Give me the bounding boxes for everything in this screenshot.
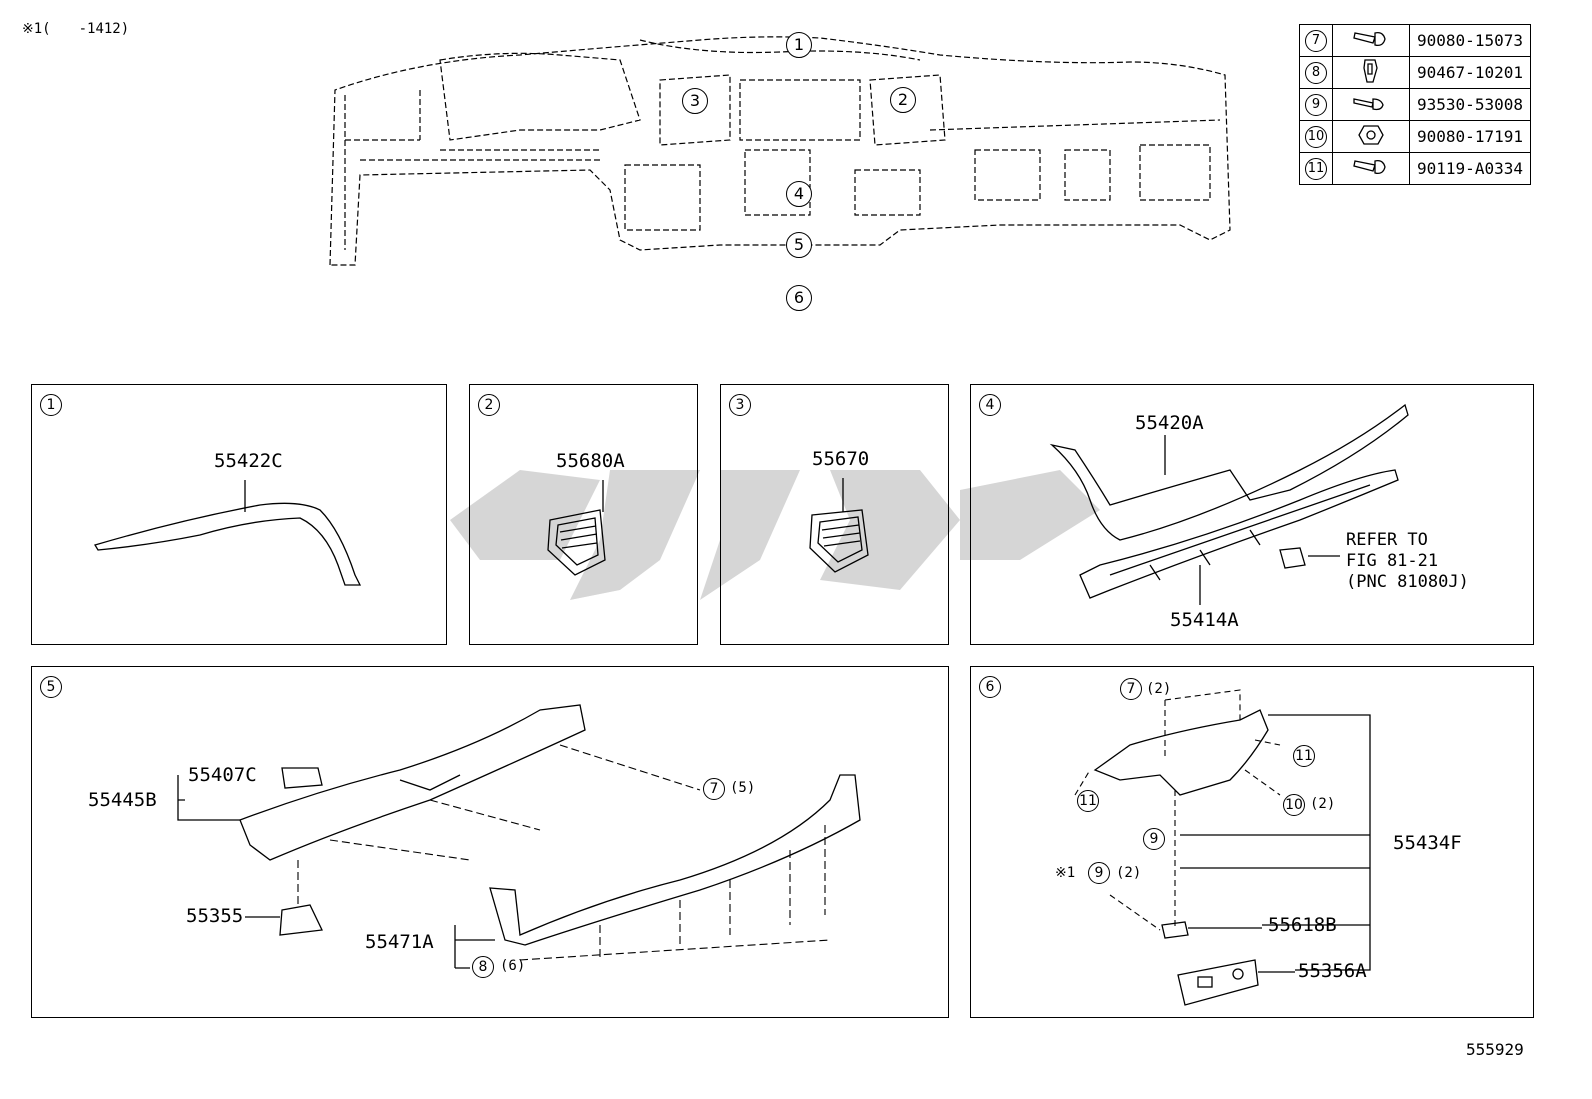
overview-callout-2[interactable]: 2 [890,87,916,113]
overview-callout-6[interactable]: 6 [786,285,812,311]
part-label-55434F[interactable]: 55434F [1393,832,1462,854]
part-label-55422C[interactable]: 55422C [214,450,283,472]
fastener-qty-9-alt: (2) [1116,865,1142,881]
detail-panel-2 [469,384,698,645]
panel-4-number: 4 [979,394,1001,416]
part-55414A-drawing [1079,469,1399,605]
part-55356A-drawing [1177,959,1295,1006]
ref-circle: 7 [1305,30,1327,52]
part-55618B-drawing [1161,921,1262,939]
parts-table-row[interactable]: 11 90119-A0334 [1299,152,1531,185]
instrument-panel-overview [329,36,1231,266]
overview-callout-5[interactable]: 5 [786,232,812,258]
fastener-qty-7: (5) [730,780,756,796]
parts-table-row[interactable]: 9 93530-53008 [1299,88,1531,121]
detail-panel-3 [720,384,949,645]
part-label-55414A[interactable]: 55414A [1170,609,1239,631]
part-55680A-drawing [547,480,606,576]
fastener-callout-11-right[interactable]: 11 [1293,745,1315,767]
part-label-55420A[interactable]: 55420A [1135,412,1204,434]
part-55434F-drawing [1093,709,1371,971]
panel-1-number: 1 [40,394,62,416]
fastener-callout-7[interactable]: 7 [703,778,725,800]
part-label-55407C[interactable]: 55407C [188,764,257,786]
fastener-callout-7[interactable]: 7 [1120,678,1142,700]
detail-panel-1 [31,384,447,645]
fastener-callout-9-alt[interactable]: 9 [1088,862,1110,884]
fastener-parts-table: 7 90080-15073 8 90467-10201 9 93530-5300… [1299,24,1531,185]
ref-circle: 10 [1305,126,1327,148]
parts-table-row[interactable]: 10 90080-17191 [1299,120,1531,153]
figure-number: 555929 [1466,1040,1524,1059]
part-55355-drawing [245,904,323,936]
detail-panel-6 [970,666,1534,1018]
part-55445B-drawing [177,704,586,861]
tapping-screw-icon [1353,97,1384,110]
part-number: 90080-15073 [1409,24,1531,57]
part-55670-drawing [809,478,869,573]
refer-to-line-3: (PNC 81080J) [1346,572,1469,592]
part-label-55445B[interactable]: 55445B [88,789,157,811]
part-55471A-drawing [454,774,861,969]
refer-to-line-1: REFER TO [1346,530,1428,550]
refer-to-line-2[interactable]: FIG 81-21 [1346,551,1439,571]
panel-3-number: 3 [729,394,751,416]
part-55407C-drawing [281,767,323,789]
panel-6-number: 6 [979,676,1001,698]
screw-with-washer-icon [1353,159,1386,174]
panel-5-number: 5 [40,676,62,698]
fastener-qty-10: (2) [1310,796,1336,812]
screw-with-washer-icon [1353,31,1386,46]
ref-circle: 11 [1305,158,1327,180]
detail-panel-4 [970,384,1534,645]
dashed-lines-panel5 [297,744,831,961]
fastener-qty-8: (6) [500,958,526,974]
part-label-55471A[interactable]: 55471A [365,931,434,953]
part-label-55618B[interactable]: 55618B [1268,914,1337,936]
ref-circle: 9 [1305,94,1327,116]
part-number: 90080-17191 [1409,120,1531,153]
part-55420A-drawing [1049,403,1409,541]
detail-panel-5 [31,666,949,1018]
applicability-note: ※1( -1412) [22,21,130,37]
dashed-lines-panel6 [1074,689,1281,931]
fastener-callout-8[interactable]: 8 [472,956,494,978]
part-number: 90119-A0334 [1409,152,1531,185]
fastener-callout-10[interactable]: 10 [1283,794,1305,816]
applicability-mark: ※1 [1055,865,1076,881]
nut-icon [1358,124,1384,145]
clip-icon [1363,58,1378,83]
part-label-55670[interactable]: 55670 [812,448,870,470]
parts-table-row[interactable]: 8 90467-10201 [1299,56,1531,89]
fastener-callout-11-left[interactable]: 11 [1077,790,1099,812]
watermark-logo [450,470,1100,600]
fastener-callout-9[interactable]: 9 [1143,828,1165,850]
fastener-qty-7: (2) [1146,681,1172,697]
part-number: 90467-10201 [1409,56,1531,89]
overview-callout-3[interactable]: 3 [682,88,708,114]
part-label-55356A[interactable]: 55356A [1298,960,1367,982]
overview-callout-4[interactable]: 4 [786,181,812,207]
part-label-55680A[interactable]: 55680A [556,450,625,472]
ref-circle: 8 [1305,62,1327,84]
panel-2-number: 2 [478,394,500,416]
part-label-55355[interactable]: 55355 [186,905,244,927]
part-55422C-drawing [94,480,362,586]
part-number: 93530-53008 [1409,88,1531,121]
parts-table-row[interactable]: 7 90080-15073 [1299,24,1531,57]
overview-callout-1[interactable]: 1 [786,32,812,58]
